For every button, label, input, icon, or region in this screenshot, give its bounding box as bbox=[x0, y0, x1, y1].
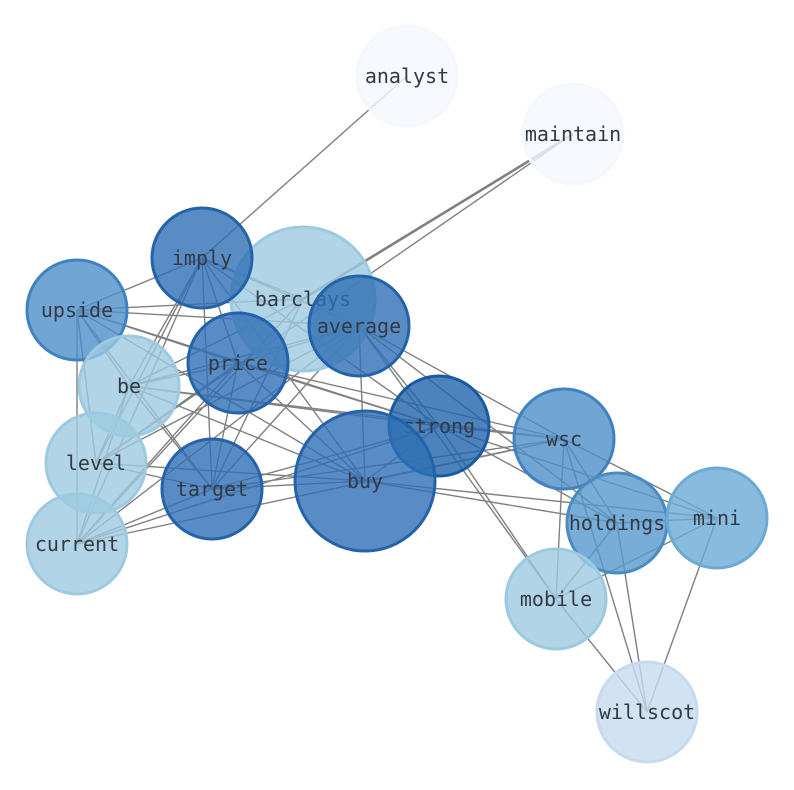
node-label-mini: mini bbox=[693, 506, 741, 530]
node-willscot: willscot bbox=[595, 660, 699, 764]
node-analyst: analyst bbox=[355, 24, 459, 128]
node-label-analyst: analyst bbox=[365, 64, 449, 88]
node-average: average bbox=[307, 274, 411, 378]
node-label-maintain: maintain bbox=[525, 122, 621, 146]
node-label-price: price bbox=[208, 351, 268, 375]
node-label-buy: buy bbox=[347, 469, 383, 493]
node-label-target: target bbox=[176, 477, 248, 501]
node-upside: upside bbox=[25, 258, 129, 362]
node-be: be bbox=[77, 334, 181, 438]
node-label-upside: upside bbox=[41, 298, 113, 322]
node-circle-current bbox=[25, 492, 129, 596]
node-mini: mini bbox=[665, 466, 769, 570]
node-circle-price bbox=[186, 311, 290, 415]
node-label-holdings: holdings bbox=[569, 511, 665, 535]
node-level: level bbox=[44, 411, 148, 515]
node-label-current: current bbox=[35, 532, 119, 556]
node-circle-average bbox=[307, 274, 411, 378]
node-circle-mobile bbox=[504, 547, 608, 651]
node-circle-willscot bbox=[595, 660, 699, 764]
node-maintain: maintain bbox=[521, 82, 625, 186]
node-label-mobile: mobile bbox=[520, 587, 592, 611]
node-label-willscot: willscot bbox=[599, 700, 695, 724]
node-holdings: holdings bbox=[565, 471, 669, 575]
node-circle-wsc bbox=[512, 387, 616, 491]
node-imply: imply bbox=[150, 206, 254, 310]
node-label-level: level bbox=[66, 451, 126, 475]
node-circle-upside bbox=[25, 258, 129, 362]
node-buy: buy bbox=[293, 409, 437, 553]
node-label-average: average bbox=[317, 314, 401, 338]
node-label-be: be bbox=[117, 374, 141, 398]
node-label-wsc: wsc bbox=[546, 427, 582, 451]
node-price: price bbox=[186, 311, 290, 415]
node-circle-buy bbox=[293, 409, 437, 553]
node-circle-target bbox=[160, 437, 264, 541]
node-circle-analyst bbox=[355, 24, 459, 128]
node-layer: analystmaintainbarclaysimplyupsideaverag… bbox=[25, 24, 769, 764]
node-target: target bbox=[160, 437, 264, 541]
node-mobile: mobile bbox=[504, 547, 608, 651]
node-circle-mini bbox=[665, 466, 769, 570]
node-circle-imply bbox=[150, 206, 254, 310]
node-circle-maintain bbox=[521, 82, 625, 186]
node-wsc: wsc bbox=[512, 387, 616, 491]
node-current: current bbox=[25, 492, 129, 596]
node-label-imply: imply bbox=[172, 246, 232, 270]
